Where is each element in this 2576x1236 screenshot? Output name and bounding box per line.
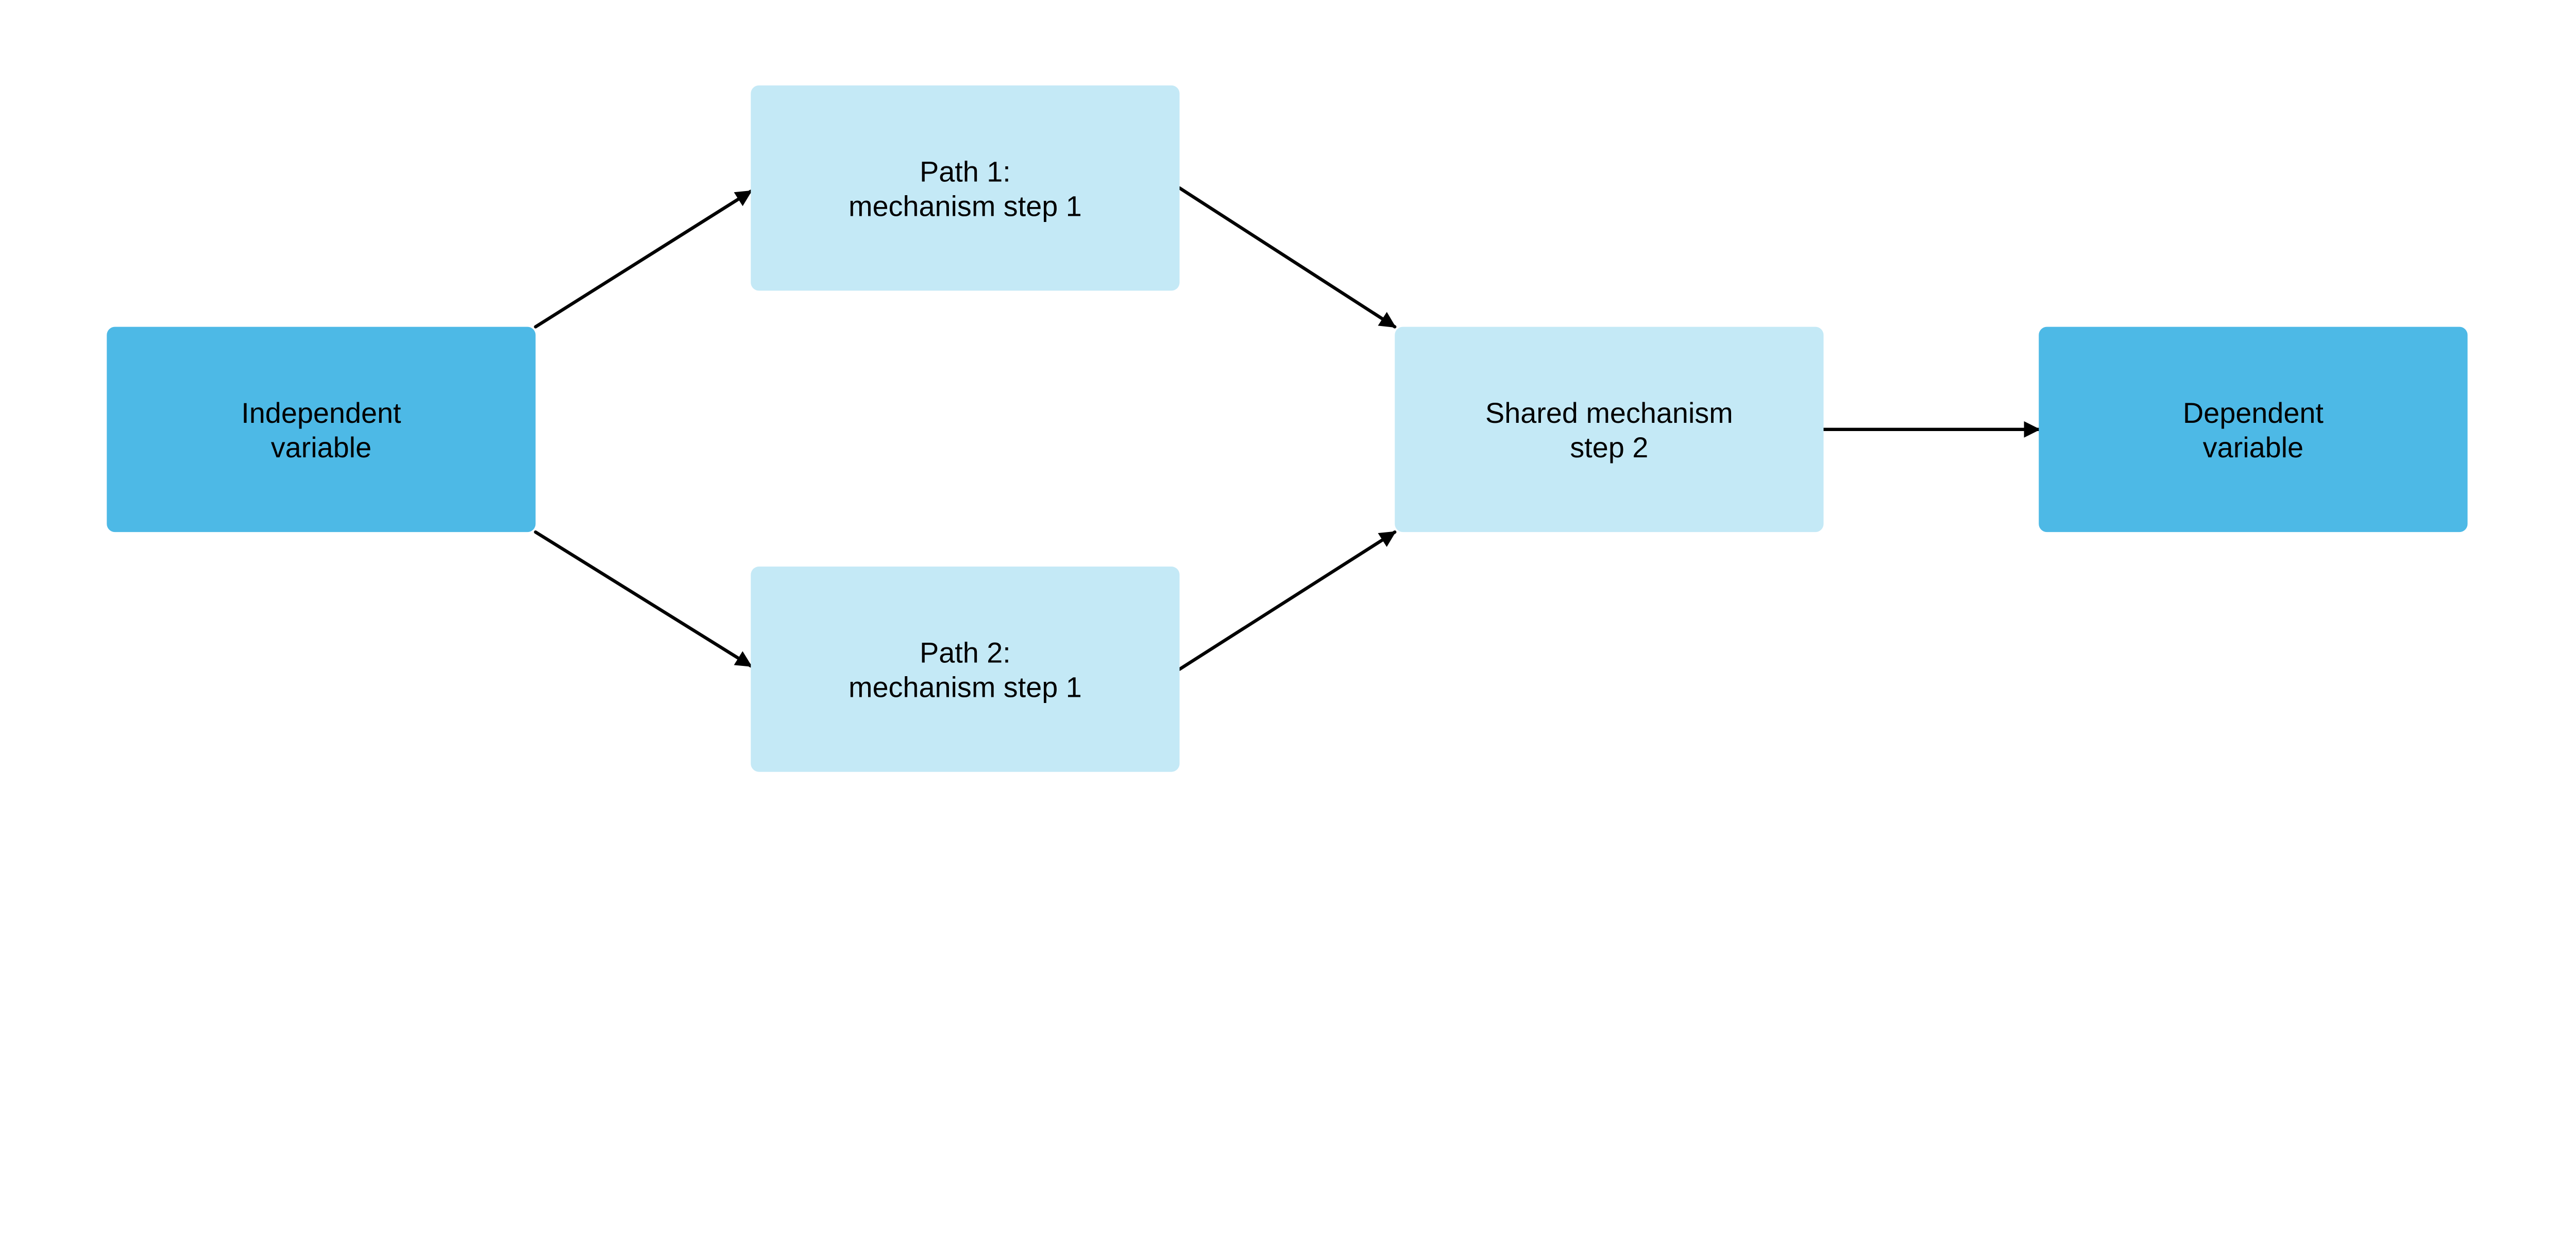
node-label: Shared mechanism [1485,397,1733,429]
arrow-iv-to-p1 [534,190,753,329]
node-p1: Path 1:mechanism step 1 [751,85,1180,291]
node-label: mechanism step 1 [849,671,1082,703]
node-label: variable [271,431,371,464]
node-label: Path 1: [920,155,1011,187]
node-label: Path 2: [920,637,1011,669]
arrow-p1-to-shared [1178,186,1397,329]
node-box [1395,327,1824,533]
node-box [107,327,536,533]
node-p2: Path 2:mechanism step 1 [751,566,1180,772]
arrow-p2-to-shared [1178,530,1397,671]
node-label: variable [2203,431,2303,464]
node-box [751,85,1180,291]
node-box [2039,327,2468,533]
node-label: mechanism step 1 [849,190,1082,222]
node-label: step 2 [1570,431,1648,464]
edges [534,186,2041,671]
node-box [751,566,1180,772]
node-label: Independent [241,397,401,429]
arrow-iv-to-p2 [534,530,753,668]
node-label: Dependent [2183,397,2324,429]
